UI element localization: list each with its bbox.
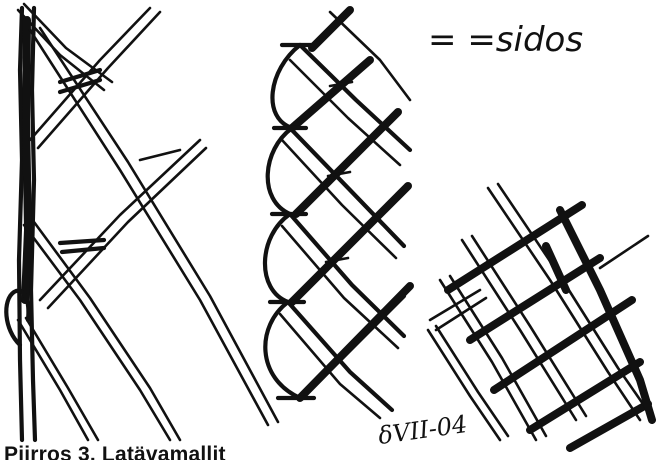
- left-post-lattice: [6, 4, 278, 440]
- legend-symbol: =: [428, 20, 457, 60]
- middle-arch-lattice: [265, 10, 410, 418]
- legend-text: =sidos: [467, 20, 583, 60]
- right-double-lattice: [428, 184, 652, 448]
- legend-label: = =sidos: [428, 20, 583, 60]
